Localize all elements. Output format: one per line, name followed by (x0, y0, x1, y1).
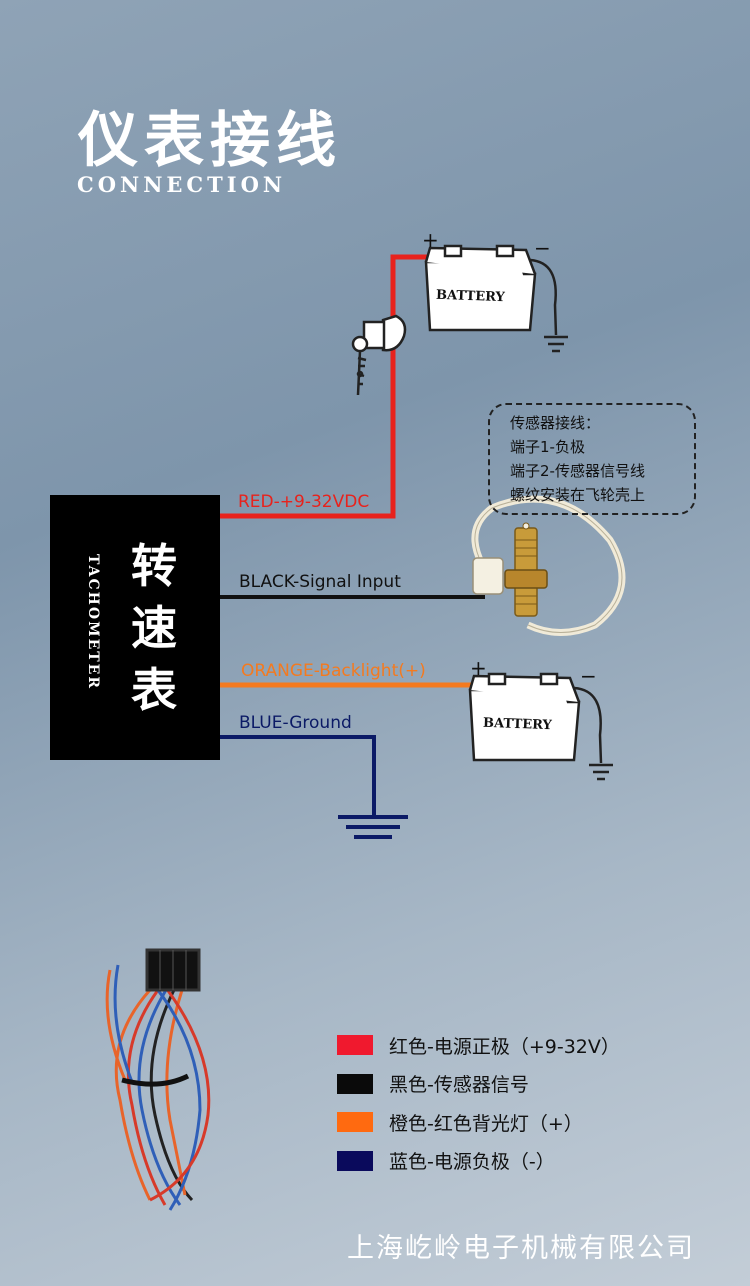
black-wire-label: BLACK-Signal Input (239, 572, 401, 592)
page-title: 仪表接线 (78, 106, 342, 176)
legend-item: 黑色-传感器信号 (337, 1065, 620, 1104)
sensor-wiring-note: 传感器接线： 端子1-负极 端子2-传感器信号线 螺纹安装在飞轮壳上 (488, 403, 696, 515)
blue-wire (220, 735, 376, 815)
color-legend: 红色-电源正极（+9-32V） 黑色-传感器信号 橙色-红色背光灯（+） 蓝色-… (337, 1026, 620, 1180)
minus-terminal-top: − (534, 236, 551, 260)
sensor-note-line: 端子2-传感器信号线 (510, 462, 645, 480)
orange-wire-label: ORANGE-Backlight(+) (241, 661, 426, 681)
red-wire (220, 254, 430, 519)
sensor-note-line: 传感器接线： (510, 414, 601, 432)
plus-terminal-bottom: + (470, 656, 487, 680)
blue-wire-label: BLUE-Ground (239, 713, 352, 733)
legend-text: 橙色-红色背光灯（+） (389, 1112, 583, 1135)
page-subtitle: CONNECTION (77, 172, 287, 197)
battery-label-bottom: BATTERY (482, 715, 553, 734)
legend-item: 橙色-红色背光灯（+） (337, 1103, 620, 1142)
wire-harness-icon (105, 948, 211, 1211)
legend-item: 蓝色-电源负极（-） (337, 1142, 620, 1181)
legend-text: 蓝色-电源负极（-） (389, 1151, 555, 1174)
red-wire-label: RED-+9-32VDC (238, 492, 370, 512)
tachometer-box (50, 495, 220, 760)
battery-icon-top (424, 244, 568, 353)
legend-swatch-black (337, 1073, 373, 1094)
company-name: 上海屹岭电子机械有限公司 (347, 1233, 695, 1264)
legend-swatch-orange (337, 1112, 373, 1133)
tachometer-label-en: TACHOMETER (85, 554, 101, 690)
plus-terminal-top: + (422, 228, 439, 252)
legend-text: 黑色-传感器信号 (389, 1074, 529, 1097)
battery-label-top: BATTERY (435, 287, 506, 306)
sensor-note-line: 端子1-负极 (510, 438, 585, 456)
legend-swatch-red (337, 1035, 373, 1056)
sensor-note-line: 螺纹安装在飞轮壳上 (510, 486, 646, 504)
legend-item: 红色-电源正极（+9-32V） (337, 1026, 620, 1065)
minus-terminal-bottom: − (580, 664, 597, 688)
key-switch-icon (351, 314, 407, 396)
legend-swatch-blue (337, 1150, 373, 1171)
sensor-icon (471, 495, 626, 636)
ground-icon (338, 815, 408, 839)
tachometer-label-cn: 转速表 (131, 539, 177, 717)
legend-text: 红色-电源正极（+9-32V） (389, 1035, 620, 1058)
battery-icon-bottom (468, 672, 613, 781)
